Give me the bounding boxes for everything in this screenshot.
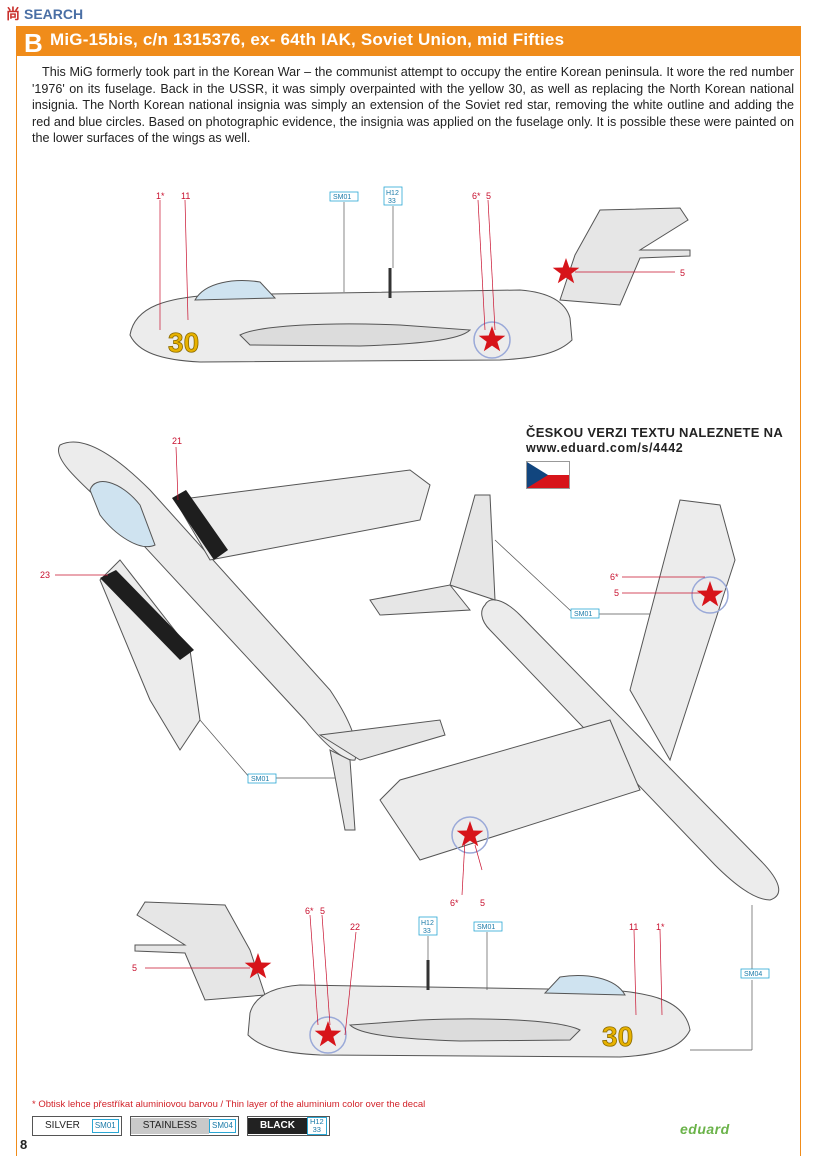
czech-version-link[interactable]: www.eduard.com/s/4442 — [526, 441, 684, 455]
tag-33-lower: 33 — [423, 928, 431, 935]
callout-11-top: 11 — [181, 191, 190, 201]
tag-sm01-topview: SM01 — [251, 776, 269, 783]
legend-stainless-code: SM04 — [209, 1119, 236, 1133]
decal-footnote: * Obtisk lehce přestříkat aluminiovou ba… — [32, 1099, 426, 1110]
watermark-text: SEARCH — [24, 6, 84, 22]
legend-black-code-bottom: 33 — [312, 1125, 321, 1134]
callouts-top-view — [55, 446, 335, 779]
legend-black-code: H12 33 — [306, 1117, 327, 1135]
profile-title: MiG-15bis, c/n 1315376, ex- 64th IAK, So… — [50, 30, 565, 49]
callout-21: 21 — [172, 436, 182, 446]
tag-sm01-lower: SM01 — [477, 924, 495, 931]
callout-6-lower: 6* — [305, 906, 314, 916]
tag-33-top: 33 — [388, 198, 396, 205]
tactical-number-bottom: 30 — [602, 1021, 633, 1052]
page-frame — [16, 26, 801, 1156]
legend-silver-code: SM01 — [91, 1119, 119, 1133]
czech-version-text: ČESKOU VERZI TEXTU NALEZNETE NA — [526, 425, 784, 440]
czech-version-note: ČESKOU VERZI TEXTU NALEZNETE NA www.edua… — [526, 425, 786, 489]
callout-11-lower: 11 — [629, 922, 638, 932]
side-profile-left — [129, 207, 691, 363]
czech-flag-icon — [526, 461, 570, 489]
bottom-view-aircraft — [369, 494, 780, 901]
legend-black-code-top: H12 — [309, 1117, 324, 1126]
tag-sm01-top: SM01 — [333, 194, 351, 201]
legend-black: BLACK H12 33 — [246, 1116, 330, 1136]
callout-22: 22 — [350, 922, 360, 932]
callout-1-lower: 1* — [656, 922, 665, 932]
callout-5-bottom: 5 — [614, 588, 619, 598]
page-number: 8 — [20, 1137, 28, 1152]
legend-stainless-name: STAINLESS — [130, 1118, 210, 1134]
legend-silver-name: SILVER — [33, 1118, 92, 1134]
callout-23: 23 — [40, 570, 50, 580]
callouts-bottom-view — [461, 539, 753, 970]
profile-letter: B — [24, 28, 43, 58]
side-profile-right — [134, 901, 753, 1058]
callout-1-top: 1* — [156, 191, 165, 201]
callout-6-top: 6* — [472, 191, 481, 201]
top-view-aircraft — [57, 441, 446, 831]
tag-h12-lower: H12 — [421, 920, 434, 927]
legend-stainless: STAINLESS SM04 — [129, 1116, 239, 1136]
callouts-bottom — [145, 914, 663, 1036]
callout-5-top: 5 — [486, 191, 491, 201]
tag-sm01-bottomview: SM01 — [574, 611, 592, 618]
callout-6-bottom: 6* — [610, 572, 619, 582]
callout-6-wing: 6* — [450, 898, 459, 908]
legend-black-name: BLACK — [247, 1118, 307, 1134]
watermark-brand: 尚 — [6, 6, 20, 22]
tag-sm04: SM04 — [744, 971, 762, 978]
callout-5-lower: 5 — [320, 906, 325, 916]
profile-header: B MiG-15bis, c/n 1315376, ex- 64th IAK, … — [16, 26, 800, 58]
eduard-logo: eduard — [680, 1121, 730, 1137]
callout-5-fin-top: 5 — [680, 268, 685, 278]
color-legend: SILVER SM01 STAINLESS SM04 BLACK H12 33 — [32, 1116, 330, 1136]
legend-silver: SILVER SM01 — [32, 1116, 122, 1136]
tag-h12-top: H12 — [386, 190, 399, 197]
callout-5-wing: 5 — [480, 898, 485, 908]
callouts-top — [159, 199, 675, 331]
intro-text: This MiG formerly took part in the Korea… — [32, 65, 794, 145]
tactical-number-top: 30 — [168, 327, 199, 358]
callout-5-fin-lower: 5 — [132, 963, 137, 973]
